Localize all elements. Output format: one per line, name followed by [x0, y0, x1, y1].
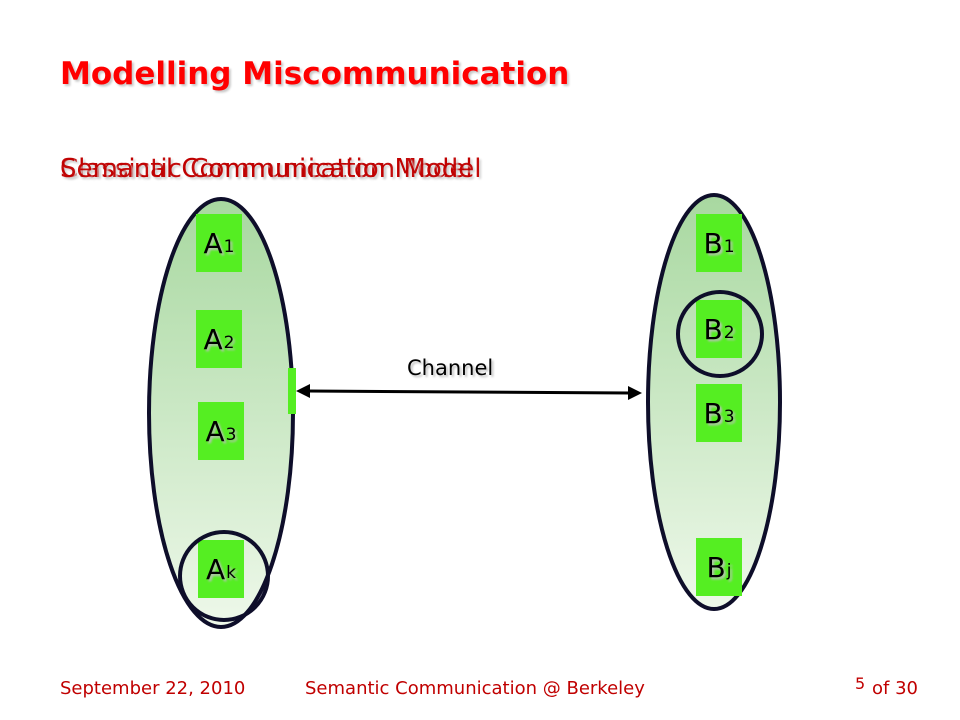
- subtitle-semantic: Semantic Communication Model: [60, 154, 482, 184]
- node-b1-sub: 1: [723, 237, 735, 257]
- node-a3-sub: 3: [225, 425, 237, 445]
- slide-title: Modelling Miscommunication: [60, 56, 570, 92]
- footer-slide-number: 5: [855, 674, 866, 693]
- node-a2-label: A: [203, 322, 223, 356]
- node-b3-sub: 3: [723, 407, 735, 427]
- footer-center: Semantic Communication @ Berkeley: [305, 678, 645, 699]
- footer-total: of 30: [872, 678, 918, 699]
- node-a2-sub: 2: [223, 333, 235, 353]
- node-b2-label: B: [703, 312, 723, 346]
- node-b1-label: B: [703, 226, 723, 260]
- channel-label: Channel: [407, 356, 494, 380]
- highlight-circle-ak: [178, 530, 270, 622]
- node-a1-sub: 1: [223, 237, 235, 257]
- node-bj-sub: j: [726, 561, 732, 581]
- node-ak-sub: k: [226, 563, 236, 583]
- node-b2-sub: 2: [723, 323, 735, 343]
- highlight-circle-b2: [676, 290, 764, 378]
- node-a3-label: A: [205, 414, 225, 448]
- node-ak-label: A: [205, 552, 226, 586]
- subtitle-classical: Classical Communication Model: [60, 154, 473, 184]
- channel-arrow: [307, 389, 631, 395]
- arrowhead-left: [296, 384, 310, 398]
- node-a1-label: A: [203, 226, 223, 260]
- arrowhead-right: [628, 386, 642, 400]
- node-b3-label: B: [703, 396, 723, 430]
- footer-date: September 22, 2010: [60, 678, 246, 699]
- channel-stub: [288, 368, 296, 414]
- node-bj-label: B: [706, 550, 726, 584]
